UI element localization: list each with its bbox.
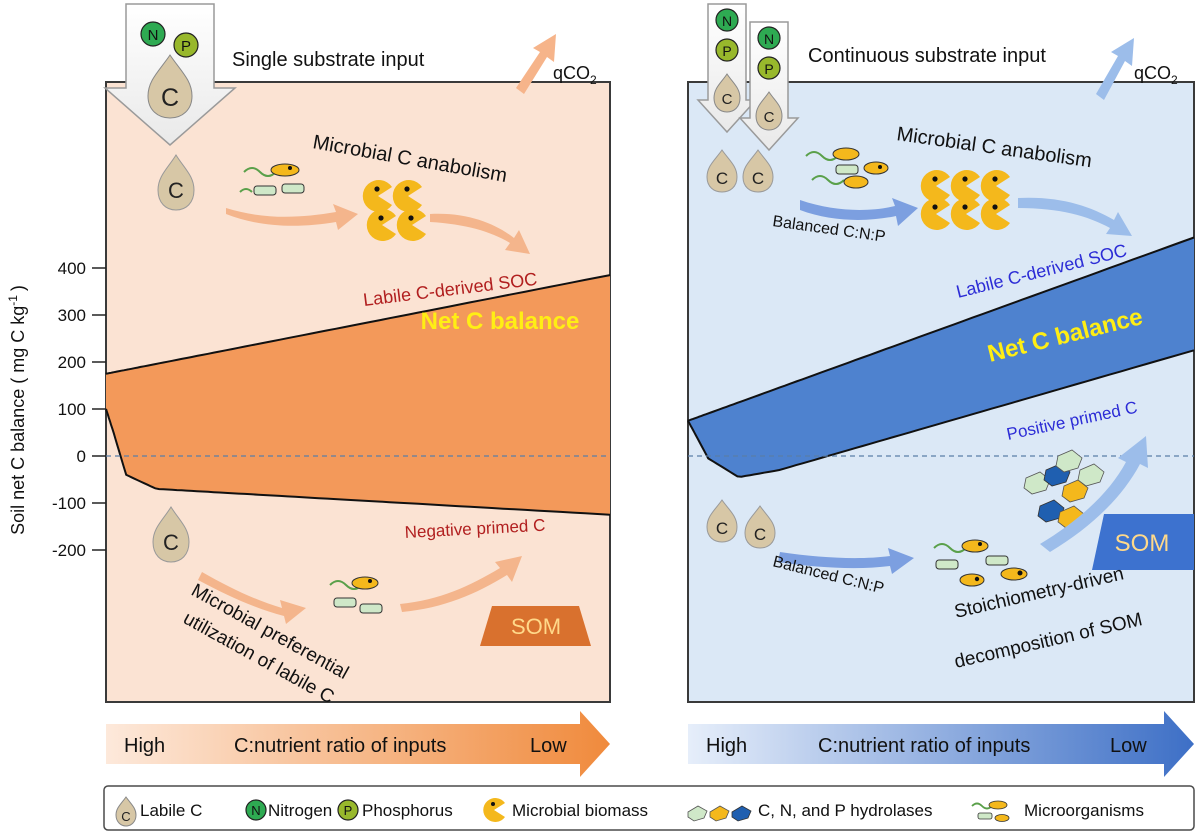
left-ratio-arrow [106,711,610,777]
svg-text:C: C [722,91,733,108]
svg-text:N: N [251,803,260,818]
right-lower-curve [687,349,1195,478]
labile-c-drop-icon [713,73,741,113]
left-flow-arrow-4 [400,556,522,612]
left-qco2-arrow [516,34,556,94]
svg-text:N: N [148,27,159,44]
left-ratio-low: Low [530,735,567,757]
labile-c-drop-icon [744,505,776,549]
labile-c-drop-icon [755,91,783,131]
legend-labile-c: Labile C [140,801,202,820]
svg-text:C: C [716,169,728,188]
left-som-box [480,606,591,646]
left-net-balance-area [106,275,610,515]
right-som-label: SOM [1115,530,1170,557]
left-ratio-high: High [124,735,165,757]
svg-text:C: C [163,530,179,555]
labile-c-drop-icon [147,54,193,119]
right-som-box [1092,514,1194,570]
labile-c-drop-icon [115,796,137,827]
right-qco2-label: qCO2 [1134,63,1178,87]
y-tick-label: 300 [58,306,86,325]
y-tick-label: 200 [58,353,86,372]
legend-biomass: Microbial biomass [512,801,648,820]
right-ratio-label: C:nutrient ratio of inputs [818,735,1030,757]
nitrogen-icon [245,799,267,821]
right-ratio-low: Low [1110,735,1147,757]
svg-text:P: P [764,61,773,77]
microbial-biomass-icon [483,798,505,823]
left-qco2-label: qCO2 [553,63,597,87]
legend-microorganisms: Microorganisms [1024,801,1144,820]
y-tick-label: -200 [52,541,86,560]
y-tick-label: 400 [58,259,86,278]
continuous-input-arrow-2: N P C [738,21,800,152]
labile-c-drop-icon [157,154,195,211]
microorganisms-icon [805,147,889,189]
left-area-label: Net C balance [421,308,580,335]
svg-text:C: C [764,109,775,126]
labile-c-drop-icon [742,149,774,193]
right-flow-arrow-2 [1018,197,1132,236]
nitrogen-icon [140,21,166,47]
nitrogen-icon [715,8,739,32]
y-tick-label: -100 [52,494,86,513]
right-upper-curve [687,236,1195,422]
legend: C Labile C N Nitrogen P Phosphorus Micro… [103,785,1195,831]
y-tick-label: 100 [58,400,86,419]
hydrolases-icon [687,805,752,822]
svg-text:P: P [344,803,353,818]
svg-text:C: C [754,525,766,544]
legend-phosphorus: Phosphorus [362,801,453,820]
continuous-input-arrow-1: N P C [696,3,758,134]
right-flow-arrow-4 [1040,436,1148,552]
left-upper-curve [105,274,611,375]
phosphorus-icon [715,38,739,62]
y-axis-title: Soil net C balance ( mg C kg-1) [6,285,28,535]
phosphorus-icon [757,56,781,80]
left-panel-title: Single substrate input [232,49,425,71]
svg-text:C: C [716,519,728,538]
y-tick-label: 0 [77,447,86,466]
microbial-biomass-icon [362,179,426,241]
microorganisms-icon [239,163,305,196]
right-ratio-high: High [706,735,747,757]
left-flow-arrow-3 [198,572,306,624]
labile-c-drop-icon [706,499,738,543]
svg-text:P: P [722,43,731,59]
svg-text:C: C [752,169,764,188]
microorganisms-icon [329,576,383,614]
y-axis: 400 300 200 100 0 -100 -200 Soil net C b… [6,259,106,560]
legend-hydrolases: C, N, and P hydrolases [758,801,933,820]
svg-text:N: N [722,13,732,29]
right-panel-title: Continuous substrate input [808,45,1046,67]
svg-text:C: C [161,84,179,112]
labile-c-drop-icon [706,149,738,193]
single-input-arrow: N P C [103,3,237,146]
legend-nitrogen: Nitrogen [268,801,332,820]
right-flow-arrow-3 [778,548,914,574]
microorganisms-icon [933,539,1028,587]
left-flow-arrow-2 [430,213,530,254]
right-qco2-arrow [1096,38,1134,100]
left-lower-curve [105,408,611,516]
right-flow-arrow-1 [800,198,918,226]
svg-text:C: C [121,809,130,824]
right-net-balance-area [688,237,1194,477]
left-som-label: SOM [511,614,561,639]
phosphorus-icon [173,32,199,58]
svg-text:P: P [181,38,191,55]
left-flow-arrow-1 [226,204,358,230]
phosphorus-icon [337,799,359,821]
labile-c-drop-icon [152,506,190,563]
microbial-biomass-icon [920,170,1010,230]
nitrogen-icon [757,26,781,50]
microorganisms-icon [971,800,1010,822]
svg-text:N: N [764,31,774,47]
svg-text:C: C [168,178,184,203]
right-ratio-arrow [688,711,1194,777]
left-ratio-label: C:nutrient ratio of inputs [234,735,446,757]
